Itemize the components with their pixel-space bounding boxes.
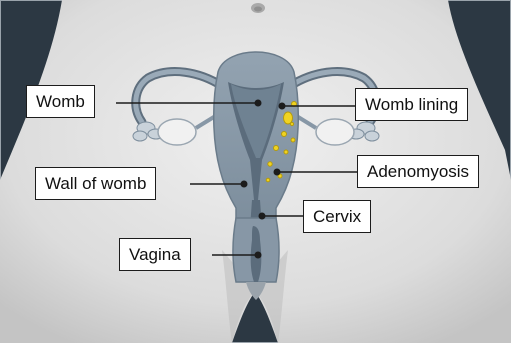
label-womb-lining: Womb lining bbox=[355, 88, 468, 121]
label-cervix: Cervix bbox=[303, 200, 371, 233]
label-adenomyosis: Adenomyosis bbox=[357, 155, 479, 188]
ovary-right bbox=[316, 119, 354, 145]
label-womb: Womb bbox=[26, 85, 95, 118]
label-vagina: Vagina bbox=[119, 238, 191, 271]
label-wall-of-womb: Wall of womb bbox=[35, 167, 156, 200]
ovary-left bbox=[158, 119, 196, 145]
